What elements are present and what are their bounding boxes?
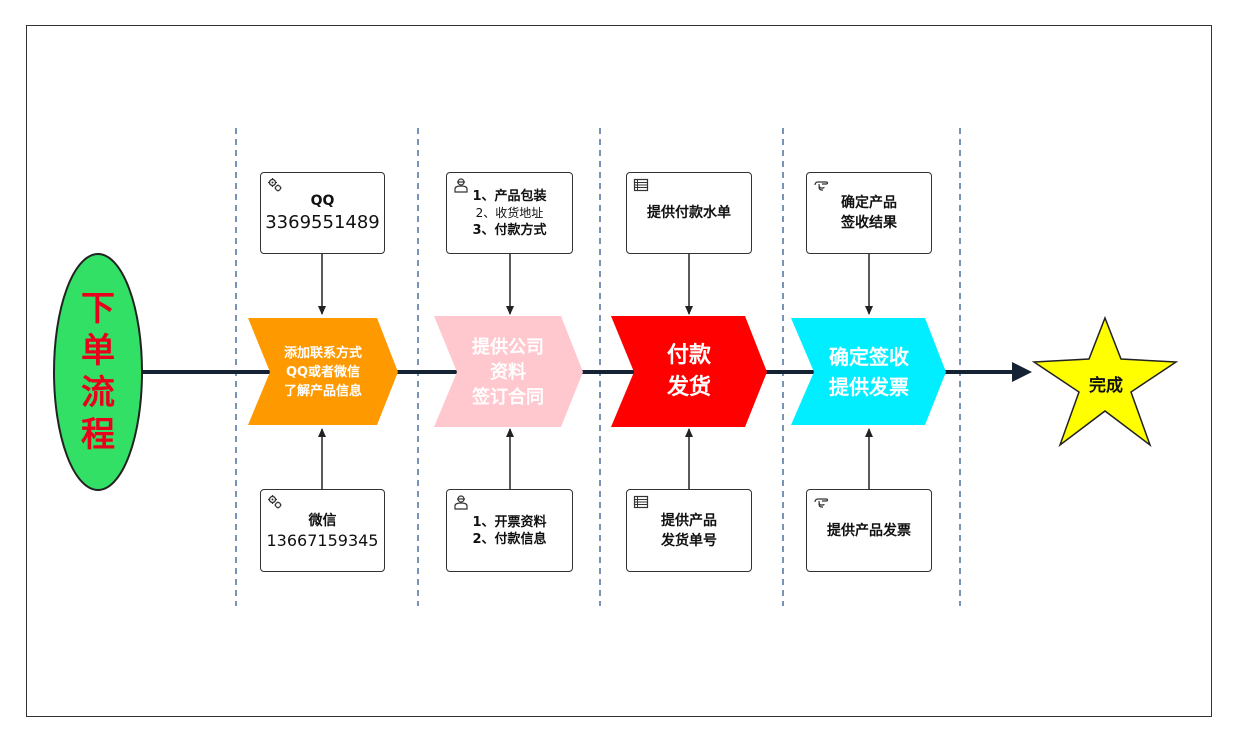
stage-4-top-line-1: 确定产品: [841, 195, 897, 211]
stage-3-bottom-box: 提供产品 发货单号: [626, 489, 752, 572]
stage-3-bottom-line-1: 提供产品: [661, 512, 717, 529]
stage-2-bottom-line-1: 1、开票资料: [472, 514, 547, 530]
qq-label: QQ: [310, 193, 335, 209]
stage-1-top-box: QQ 3369551489: [260, 172, 385, 254]
gears-icon: [268, 495, 282, 509]
stage-4-top-box: 确定产品 签收结果: [806, 172, 932, 254]
pointing-hand-icon: [814, 498, 829, 508]
gears-icon: [268, 178, 282, 192]
person-icon: [454, 495, 468, 510]
stage-2-bottom-box: 1、开票资料 2、付款信息: [446, 489, 573, 572]
stage-2-top-line-2: 2、收货地址: [475, 205, 544, 220]
stage-dividers: [235, 128, 961, 606]
start-label-line-2: 单: [81, 331, 115, 371]
pointing-hand-icon: [814, 181, 829, 191]
stage-3-bottom-line-2: 发货单号: [661, 532, 717, 549]
wechat-number: 13667159345: [266, 530, 379, 550]
stage-2-top-line-3: 3、付款方式: [472, 222, 547, 238]
stage-2-bottom-line-2: 2、付款信息: [472, 531, 547, 547]
list-icon: [633, 495, 649, 509]
stage-2-top-box: 1、产品包装 2、收货地址 3、付款方式: [446, 172, 573, 254]
main-flow-arrowhead: [1012, 362, 1032, 382]
stage-1-bottom-box: 微信 13667159345: [260, 489, 385, 572]
stage-2-chevron: [434, 316, 583, 427]
start-ellipse: [53, 253, 143, 491]
end-label: 完成: [1089, 375, 1123, 396]
stage-1-chevron: [248, 318, 398, 425]
start-label: 下 单 流 程: [55, 255, 141, 489]
wechat-label: 微信: [308, 512, 337, 529]
list-icon: [633, 178, 649, 192]
start-label-line-3: 流: [81, 373, 115, 413]
qq-number: 3369551489: [265, 212, 380, 233]
stage-4-bottom-line-1: 提供产品发票: [827, 522, 911, 539]
stage-3-top-line-1: 提供付款水单: [647, 205, 731, 221]
stage-2-top-line-1: 1、产品包装: [472, 188, 547, 204]
end-star: [1031, 315, 1179, 448]
stage-4-top-line-2: 签收结果: [841, 215, 897, 231]
stage-3-top-box: 提供付款水单: [626, 172, 752, 254]
start-label-line-4: 程: [81, 415, 115, 455]
stage-3-chevron: [611, 316, 767, 427]
diagram-frame: [26, 25, 1212, 717]
stage-4-bottom-box: 提供产品发票: [806, 489, 932, 572]
start-label-line-1: 下: [81, 289, 115, 329]
person-icon: [454, 178, 468, 193]
stage-4-chevron: [791, 318, 946, 425]
